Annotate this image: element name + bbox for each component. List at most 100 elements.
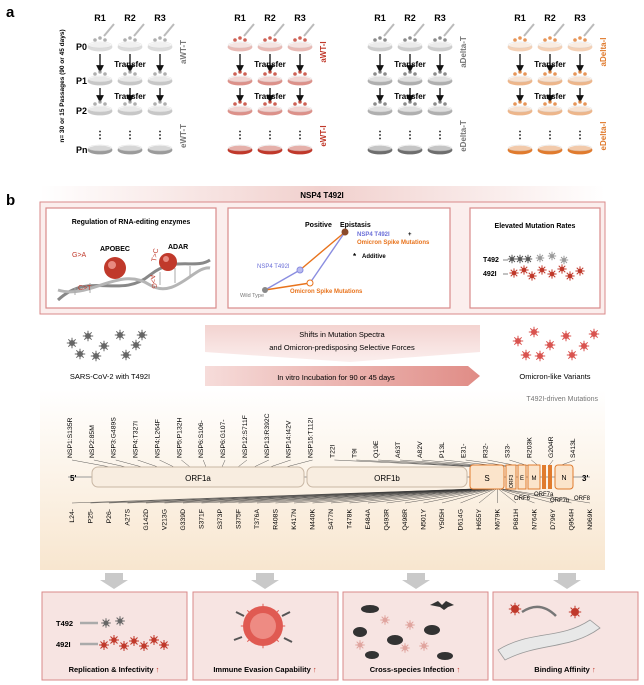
mutation-label-top: NSP3:G489S [111, 417, 118, 458]
pipette-icon [163, 23, 175, 37]
down-arrow-icon [100, 573, 128, 589]
epistasis-label: Epistasis [340, 222, 371, 229]
mutation-label-bottom: S477N [328, 509, 335, 530]
rna-helix-illustration [56, 253, 211, 302]
virus-icon [98, 340, 110, 352]
virus-icon-492i [537, 265, 547, 275]
shift-banner [205, 325, 480, 362]
mutation-label-bottom: K417N [291, 509, 298, 530]
mutation-label-bottom: P26- [106, 509, 113, 523]
combo-point [341, 228, 349, 236]
group-bottom-label: eWT-I [319, 125, 328, 146]
mink-icon [387, 635, 403, 645]
combo-plus: + [408, 232, 412, 238]
mutation-label-top: NSP14:I42V [286, 420, 293, 458]
orf6-segment [542, 465, 546, 489]
mutation-label-top: NSP2:85M [89, 425, 96, 458]
pipette-icon [383, 23, 395, 37]
virus-icon [130, 339, 142, 351]
transfer-label: Transfer [254, 60, 286, 69]
pipette-icon [443, 23, 455, 37]
virus-icon [101, 618, 111, 628]
incubation-text: In vitro Incubation for 90 or 45 days [277, 373, 395, 382]
virus-icon [99, 640, 109, 650]
mutation-label-top: R203K [526, 437, 533, 458]
virus-icon [419, 641, 429, 651]
virus-core [250, 613, 276, 639]
e-label: E [520, 476, 524, 482]
virus-icon [119, 641, 129, 651]
group-bottom-label: eDelta-T [459, 120, 468, 152]
replicate-label: R1 [94, 13, 106, 23]
group-top-label: aWT-T [179, 40, 188, 64]
mutation-label-top: NSP6:S106- [198, 420, 205, 458]
orf8-label: ORF8 [574, 496, 591, 502]
hamster-icon [365, 651, 379, 659]
mutation-label-bottom: N764K [532, 509, 539, 530]
outcome-title: Cross-species Infection ↑ [370, 665, 460, 674]
mutation-label-bottom: G339D [180, 509, 187, 531]
up-arrow-icon: ↑ [313, 665, 317, 674]
omicron-point [306, 279, 314, 287]
virus-icon [149, 635, 159, 645]
mutation-label-bottom: L24- [69, 509, 76, 523]
pipette-icon [583, 23, 595, 37]
ellipsis: ⋮ [375, 130, 385, 141]
virus-icon [82, 330, 94, 342]
outcome-boxes: Replication & Infectivity ↑T492492IImmun… [41, 591, 639, 681]
virus-icon [534, 350, 546, 362]
virus-icon [568, 605, 582, 619]
s-label: S [484, 474, 489, 483]
mutation-label-top: NSP4:L264F [154, 419, 161, 458]
mutation-label-bottom: V213G [162, 509, 169, 530]
mutation-rate-box [469, 207, 601, 309]
mutation-label-top: R32- [483, 443, 490, 458]
ellipsis: ⋮ [515, 130, 525, 141]
mutation-label-top: NSP1:S135R [67, 417, 74, 458]
mutation-label-top: NSP5:P132H [176, 417, 183, 458]
passage-row-label: P1 [76, 76, 87, 86]
replicate-label: R2 [264, 13, 276, 23]
rna-editing-title: Regulation of RNA-editing enzymes [72, 219, 191, 226]
mutation-label-bottom: N501Y [421, 509, 428, 530]
ellipsis: ⋮ [95, 130, 105, 141]
mutation-label-top: A82V [417, 441, 424, 458]
virus-icon [588, 328, 600, 340]
pipette-icon [103, 23, 115, 37]
virus-icon-492i [565, 271, 575, 281]
mutation-label-top: NSP15:T112I [308, 418, 315, 458]
virus-icon-492i [519, 265, 529, 275]
g-to-a-label: G>A [72, 252, 87, 259]
virus-icon-t492 [523, 254, 533, 264]
n-segment [554, 464, 574, 490]
virus-icon [136, 329, 148, 341]
apobec-label: APOBEC [100, 246, 130, 253]
virus-icon [159, 640, 169, 650]
virus-icon [405, 620, 415, 630]
ellipsis: ⋮ [265, 130, 275, 141]
transfer-label: Transfer [114, 60, 146, 69]
transfer-label: Transfer [394, 92, 426, 101]
virus-icon [528, 326, 540, 338]
mutation-label-bottom: Q498R [402, 509, 409, 531]
orf1a-segment [91, 466, 305, 488]
virus-icon-492i [547, 269, 557, 279]
mutation-label-bottom: N440K [310, 509, 317, 530]
combo-omicron-label: Omicron Spike Mutations [357, 240, 430, 246]
transfer-label: Transfer [254, 92, 286, 101]
additive-label: Additive [362, 254, 386, 260]
mutation-label-top: S413L [570, 438, 577, 458]
additive-star: * [353, 252, 357, 261]
orf7a-label: ORF7a [534, 492, 554, 498]
ellipsis: ⋮ [545, 130, 555, 141]
virus-icon [129, 636, 139, 646]
mutation-label-top: NSP4:T327I [133, 421, 140, 458]
pipette-icon [273, 23, 285, 37]
virus-icon [90, 350, 102, 362]
mutation-label-bottom: S373P [217, 509, 224, 530]
group-bottom-label: eDelta-I [599, 122, 608, 151]
mutation-label-bottom: Q954H [569, 509, 576, 531]
